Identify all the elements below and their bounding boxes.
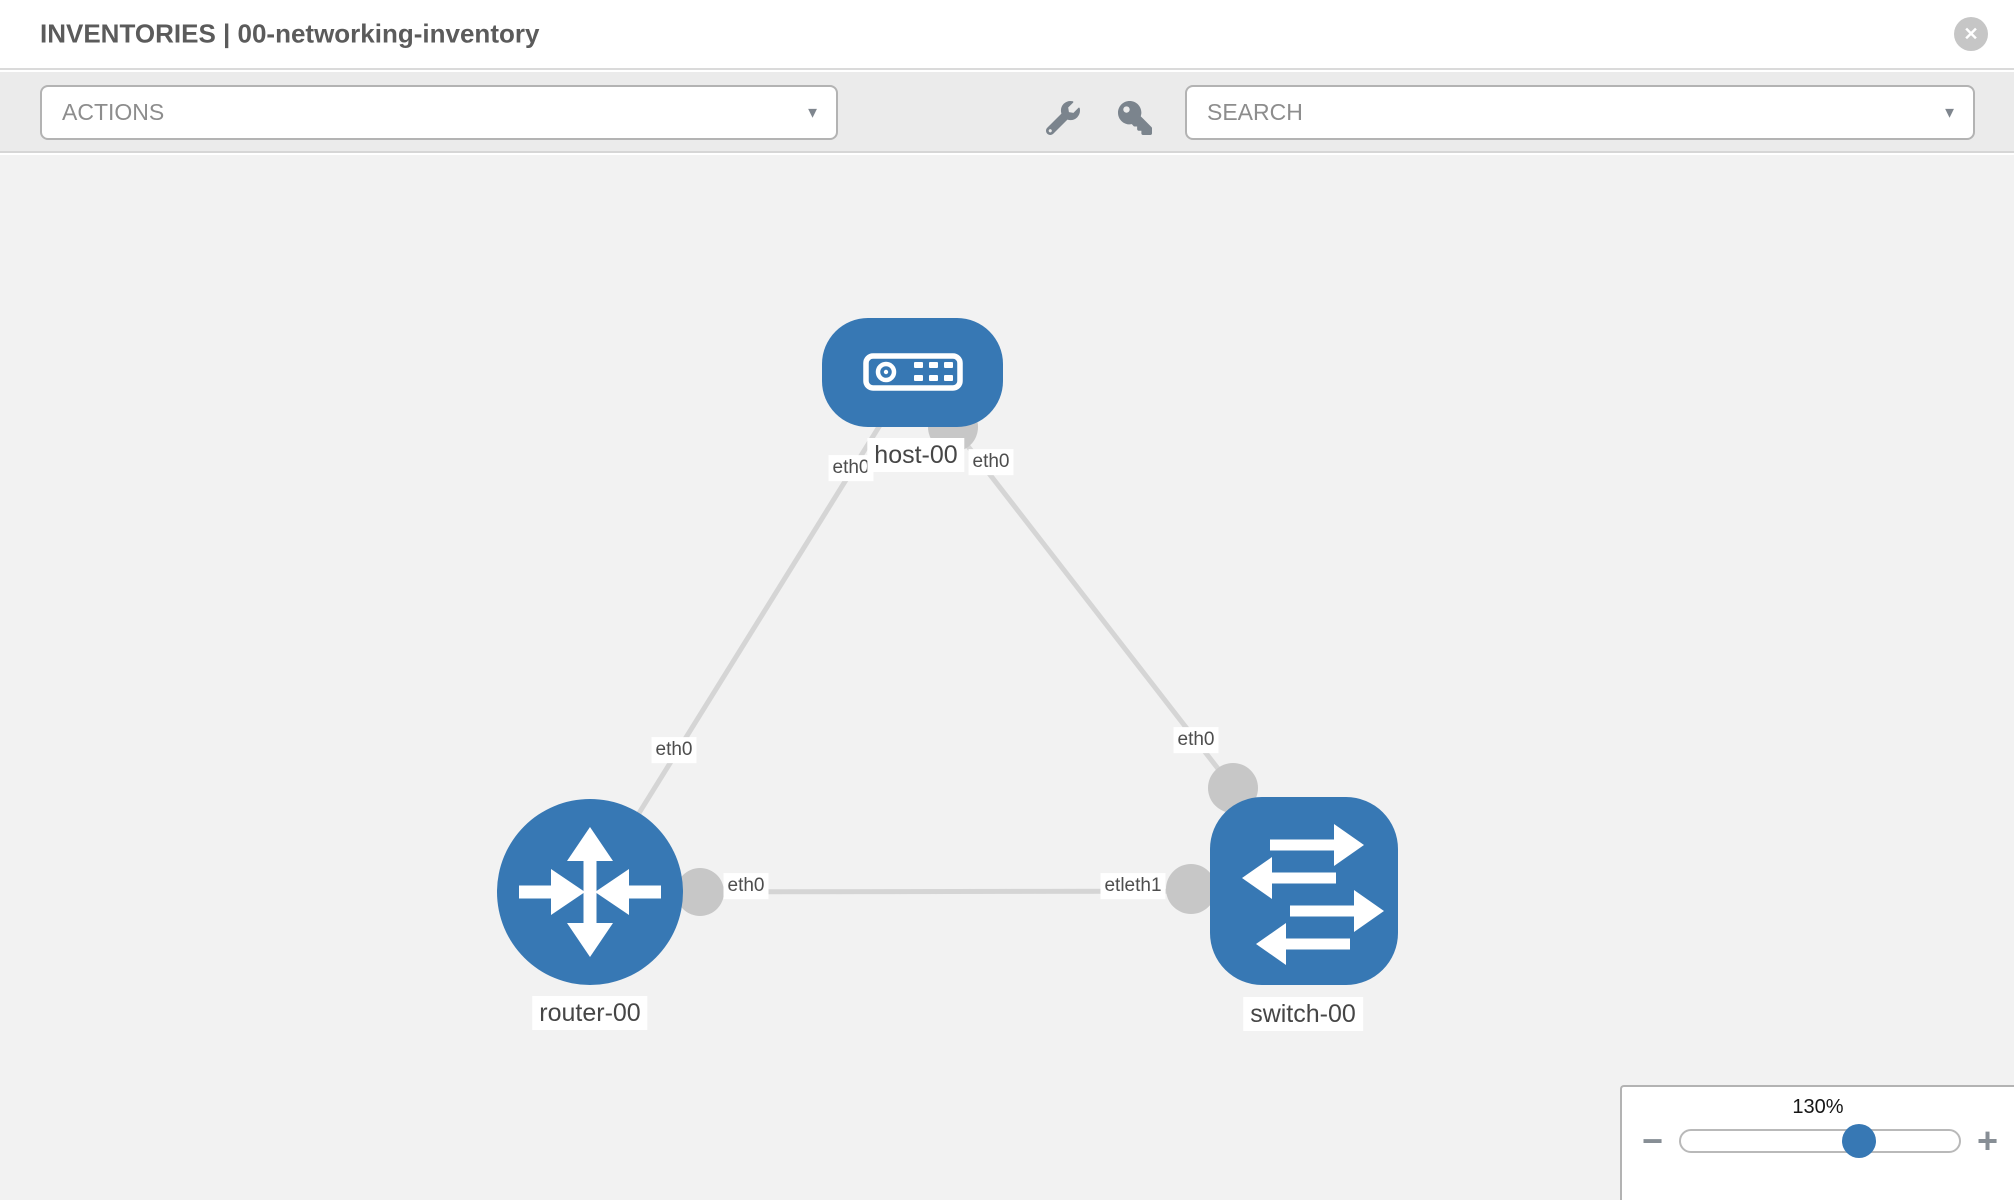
node-router[interactable]: [497, 799, 683, 985]
zoom-row: − +: [1642, 1123, 1998, 1159]
key-icon: [1118, 101, 1152, 135]
page-title: INVENTORIES | 00-networking-inventory: [40, 18, 540, 49]
interface-label: eth0: [1173, 727, 1219, 753]
header: INVENTORIES | 00-networking-inventory ✕: [0, 0, 2014, 70]
interface-label: eth0: [968, 449, 1014, 475]
key-legend-button[interactable]: [1118, 101, 1152, 135]
interface-label: eth0: [723, 873, 769, 899]
wrench-icon: [1045, 101, 1080, 136]
port-router-right: [676, 868, 724, 916]
switch-icon: [1242, 824, 1384, 965]
close-icon: ✕: [1963, 23, 1979, 44]
topology-canvas[interactable]: eth0 eth0 eth0 eth0 eth0 etleth1 host-00…: [0, 155, 2014, 1200]
node-switch[interactable]: [1210, 797, 1398, 985]
router-icon: [519, 827, 661, 957]
toolbar: ▼ ▼: [0, 72, 2014, 153]
host-icon: [863, 353, 963, 391]
search-input[interactable]: [1187, 87, 1973, 138]
zoom-level: 130%: [1792, 1096, 1844, 1118]
topology-svg: [497, 318, 1398, 985]
zoom-panel: 130% − +: [1620, 1085, 2014, 1200]
close-button[interactable]: ✕: [1954, 17, 1988, 51]
zoom-in-button[interactable]: +: [1976, 1120, 1998, 1161]
toolbox-button[interactable]: [1045, 101, 1080, 136]
search-dropdown[interactable]: ▼: [1185, 85, 1975, 140]
actions-dropdown[interactable]: ▼: [40, 85, 838, 140]
node-label-host[interactable]: host-00: [867, 438, 965, 472]
node-label-router[interactable]: router-00: [532, 996, 648, 1030]
node-label-switch[interactable]: switch-00: [1243, 997, 1363, 1031]
interface-label: eth0: [828, 455, 874, 481]
zoom-slider-track[interactable]: [1679, 1124, 1961, 1158]
zoom-slider-thumb[interactable]: [1841, 1124, 1876, 1158]
port-switch-left: [1166, 864, 1216, 914]
interface-label: etleth1: [1100, 873, 1166, 899]
node-host[interactable]: [822, 318, 1003, 427]
zoom-out-button[interactable]: −: [1642, 1120, 1664, 1161]
actions-dropdown-input[interactable]: [42, 87, 836, 138]
interface-label: eth0: [651, 737, 697, 763]
